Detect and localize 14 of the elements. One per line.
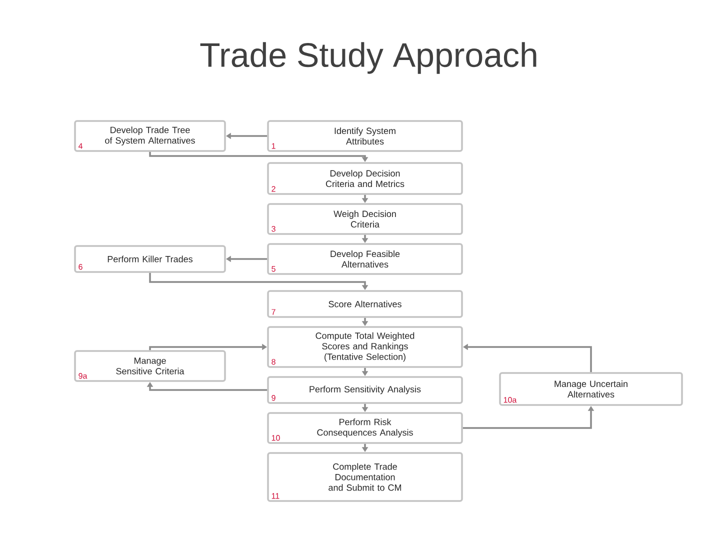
step-number: 5: [272, 266, 276, 272]
step-number: 4: [78, 143, 83, 149]
step-number: 3: [272, 226, 276, 232]
title: Trade Study Approach: [200, 42, 536, 74]
step-number: 10a: [504, 397, 517, 403]
step-number: 6: [78, 264, 82, 270]
step-number: 1: [272, 143, 276, 149]
step-number: 9a: [78, 373, 88, 379]
step-number: 10: [272, 435, 280, 441]
step-number: 8: [272, 359, 276, 365]
step-number: 2: [272, 186, 276, 192]
step-number: 11: [272, 493, 280, 499]
step-number: 7: [272, 309, 276, 315]
step-number: 9: [272, 395, 276, 401]
